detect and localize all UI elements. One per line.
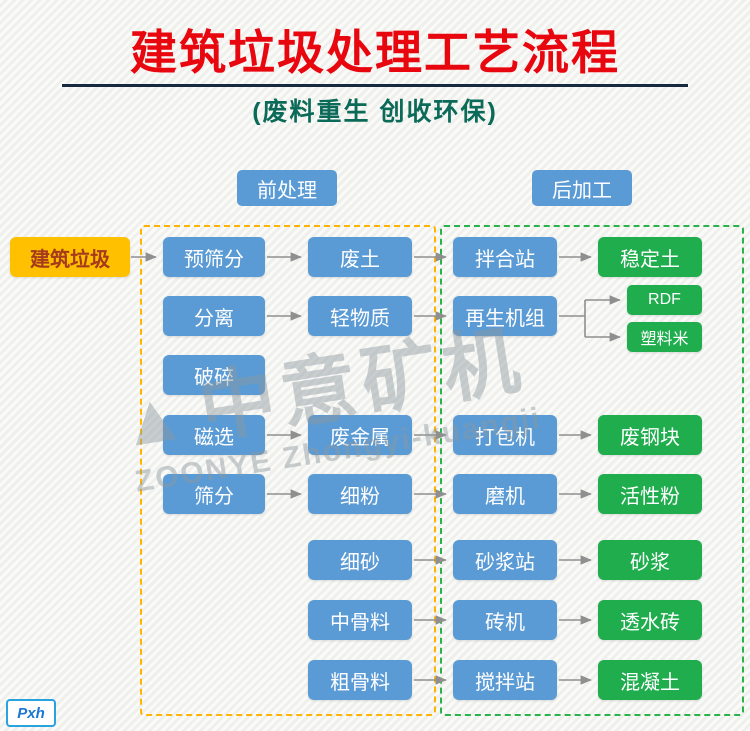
node-mortar-station: 砂浆站 (453, 540, 557, 580)
node-screening: 筛分 (163, 474, 265, 514)
node-scrap-metal: 废金属 (308, 415, 412, 455)
node-pre-screening: 预筛分 (163, 237, 265, 277)
node-concrete-mixing-plant: 搅拌站 (453, 660, 557, 700)
node-permeable-brick: 透水砖 (598, 600, 702, 640)
pre-processing-region (140, 225, 436, 716)
node-mill: 磨机 (453, 474, 557, 514)
node-mortar: 砂浆 (598, 540, 702, 580)
node-crushing: 破碎 (163, 355, 265, 395)
node-separation: 分离 (163, 296, 265, 336)
pxh-logo: Pxh (6, 699, 56, 727)
title-underline (62, 84, 688, 87)
node-stabilized-soil: 稳定土 (598, 237, 702, 277)
section-label-post: 后加工 (532, 170, 632, 206)
node-steel-scrap-block: 废钢块 (598, 415, 702, 455)
node-medium-aggregate: 中骨料 (308, 600, 412, 640)
node-recycling-unit: 再生机组 (453, 296, 557, 336)
node-mixing-plant: 拌合站 (453, 237, 557, 277)
node-plastic-pellets: 塑料米 (627, 322, 702, 352)
node-light-material: 轻物质 (308, 296, 412, 336)
node-fine-sand: 细砂 (308, 540, 412, 580)
node-baler: 打包机 (453, 415, 557, 455)
node-brick-machine: 砖机 (453, 600, 557, 640)
node-active-powder: 活性粉 (598, 474, 702, 514)
subtitle: (废料重生 创收环保) (252, 98, 498, 126)
node-magnetic-separation: 磁选 (163, 415, 265, 455)
node-coarse-aggregate: 粗骨料 (308, 660, 412, 700)
node-waste-soil: 废土 (308, 237, 412, 277)
node-construction-waste: 建筑垃圾 (10, 237, 130, 277)
node-fine-powder: 细粉 (308, 474, 412, 514)
post-processing-region (440, 225, 744, 716)
page-title: 建筑垃圾处理工艺流程 (130, 26, 620, 79)
section-label-pre: 前处理 (237, 170, 337, 206)
node-concrete: 混凝土 (598, 660, 702, 700)
node-rdf: RDF (627, 285, 702, 315)
